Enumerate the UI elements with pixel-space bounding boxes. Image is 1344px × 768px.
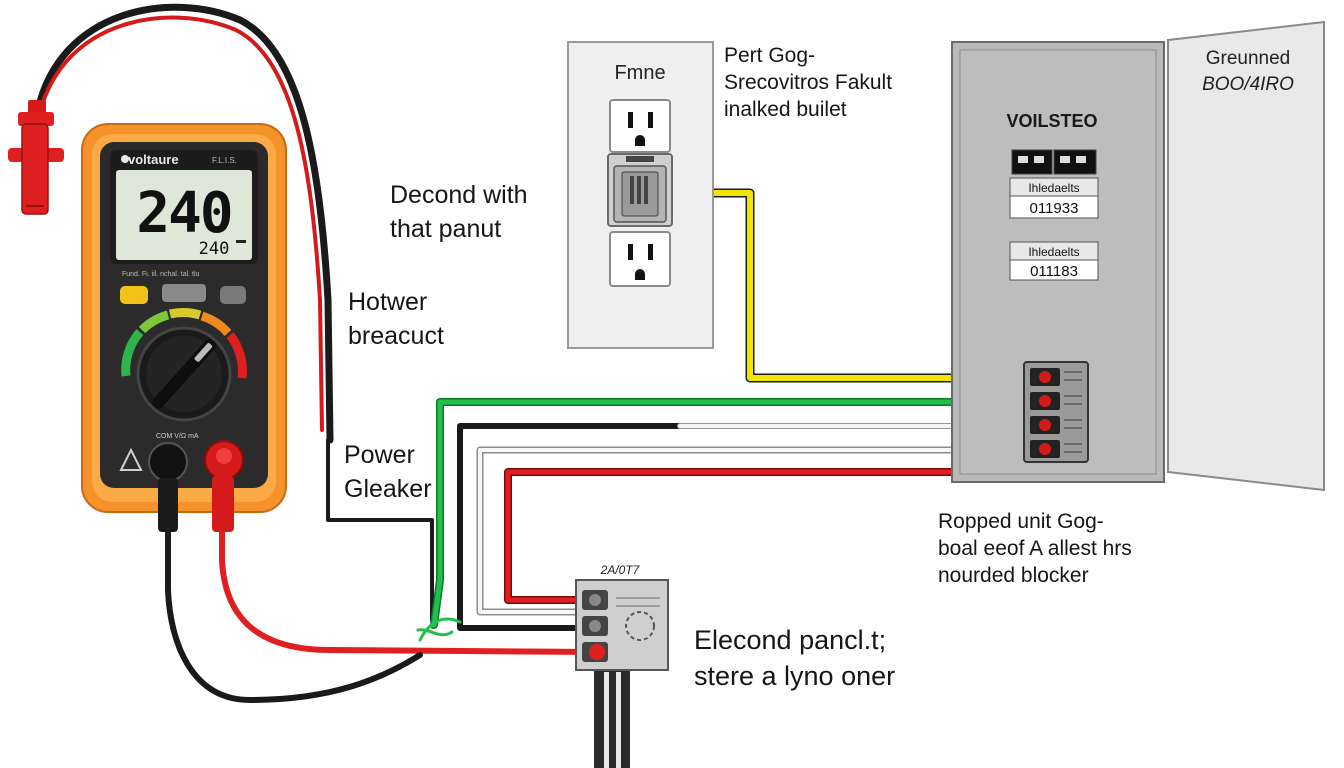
probe-cable-black-top <box>34 3 334 444</box>
white-wire-2-core <box>478 448 1030 614</box>
decond-line-2: that panut <box>390 215 502 243</box>
junction-box: 2A/0T7 <box>575 563 669 768</box>
lcd-screen <box>116 170 252 260</box>
decond-label: Decond with that panut <box>390 178 528 246</box>
panel-door: Greunned BOO/4IRO <box>1167 20 1325 492</box>
green-wire-core <box>431 399 1031 628</box>
ropped-line-3: nourded blocker <box>938 564 1089 587</box>
decond-line-1: Decond with <box>390 181 528 209</box>
black-probe-lead <box>165 477 423 703</box>
panel-title: VOILSTEO <box>1006 111 1097 131</box>
com-jack <box>148 442 188 482</box>
yellow-wire-core <box>687 190 1031 381</box>
red-probe-tip <box>8 100 64 215</box>
hotwer-label: Hotwer breacuct <box>348 285 444 353</box>
warning-icon <box>119 447 143 471</box>
red-probe-lead <box>219 472 603 655</box>
meter-model: F.L.I.S. <box>212 156 237 165</box>
top-receptacle <box>609 99 671 153</box>
conduit <box>594 668 630 768</box>
hotwer-line-1: Hotwer <box>348 288 428 316</box>
elecond-label: Elecond pancl.t; stere a lyno oner <box>694 622 895 694</box>
multimeter: voltaure F.L.I.S. 240 240 Fund. Fi. iil.… <box>81 123 287 532</box>
door-label-line-2: BOO/4IRO <box>1202 74 1294 95</box>
lcd-reading: 240 <box>136 181 231 246</box>
meter-function-row: Fund. Fi. iil. nchal. tal. tlu <box>122 271 200 278</box>
black-wire-hotwer <box>326 438 434 622</box>
meter-brand: voltaure <box>128 152 179 167</box>
breaker-2-label: Ihledaelts <box>1028 245 1079 259</box>
electrical-panel: VOILSTEO Ihledaelts 011933 Ihledaelts 01… <box>951 41 1165 483</box>
breaker-1-value: 011933 <box>1030 200 1079 217</box>
meter-yellow-button <box>120 286 148 304</box>
meter-grey-button-2 <box>220 286 246 304</box>
elecond-line-1: Elecond pancl.t; <box>694 625 887 655</box>
junction-box-label: 2A/0T7 <box>600 563 641 577</box>
elecond-line-2: stere a lyno oner <box>694 661 896 691</box>
outlet-note-line-1: Pert Gog- <box>724 44 816 67</box>
wire-splice <box>416 617 462 642</box>
outlet-note-line-3: inalked builet <box>724 98 847 121</box>
outlet-note-label: Pert Gog- Srecovitros Fakult inalked bui… <box>724 42 892 123</box>
outlet-title: Fmne <box>614 62 665 84</box>
probe-cable-red-top <box>38 15 324 432</box>
meter-grey-button <box>162 284 206 302</box>
power-label: Power Gleaker <box>344 438 432 506</box>
black-probe-plug <box>158 478 178 532</box>
ropped-line-2: boal eeof A allest hrs <box>938 537 1132 560</box>
terminal-screws <box>1030 368 1082 458</box>
hotwer-line-2: breacuct <box>348 322 444 350</box>
breaker-2-value: 011183 <box>1030 263 1078 280</box>
terminal-block <box>1023 361 1089 463</box>
ropped-label: Ropped unit Gog- boal eeof A allest hrs … <box>938 508 1132 589</box>
outlet-note-line-2: Srecovitros Fakult <box>724 71 893 94</box>
lcd-sub-reading: 240 <box>199 239 230 259</box>
breaker-1-label: Ihledaelts <box>1028 181 1079 195</box>
bottom-receptacle <box>609 231 671 287</box>
power-line-2: Gleaker <box>344 475 432 503</box>
red-probe-plug <box>212 476 234 532</box>
power-line-1: Power <box>344 441 415 469</box>
ropped-line-1: Ropped unit Gog- <box>938 510 1104 533</box>
svg-text:COM V/Ω mA: COM V/Ω mA <box>156 433 199 440</box>
range-arc <box>121 308 247 379</box>
door-label-line-1: Greunned <box>1206 48 1291 69</box>
outlet: Fmne <box>567 41 714 349</box>
